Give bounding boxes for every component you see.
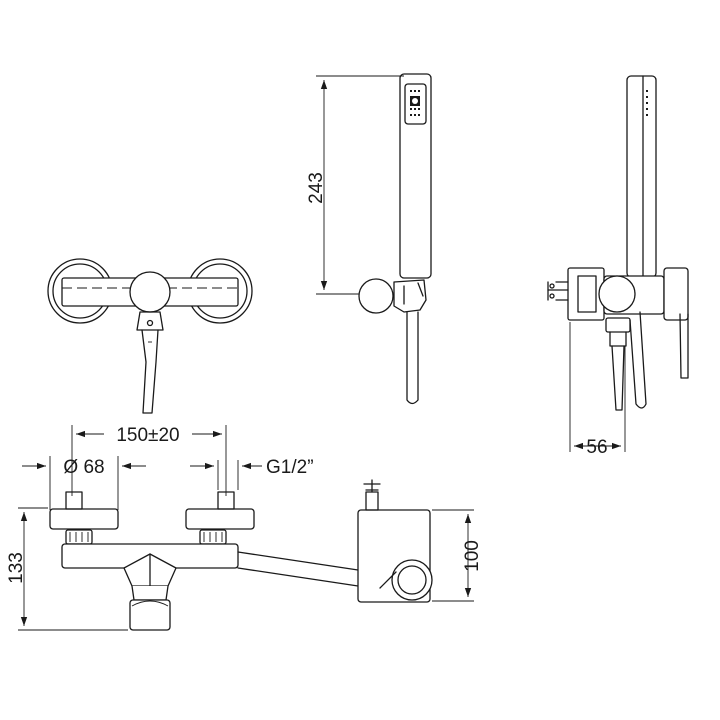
dimension-100: 100 [462, 540, 483, 572]
dimension-diameter: Ø 68 [63, 457, 104, 478]
front-view-mixer [47, 258, 253, 414]
dimension-thread: G1/2” [266, 457, 314, 478]
front-knob [129, 271, 171, 313]
dimension-243: 243 [306, 172, 327, 204]
side-shower-head [626, 75, 657, 278]
side-view: 56 [547, 75, 689, 458]
hand-shower-view: 243 [306, 73, 432, 405]
shower-head [399, 73, 432, 279]
dimension-56: 56 [586, 437, 607, 458]
dimension-133: 133 [6, 552, 27, 584]
holder-knob [358, 278, 394, 314]
hose [406, 311, 419, 405]
side-knob [598, 275, 636, 313]
plan-view: 150±20 Ø 68 G1/2” [6, 423, 483, 631]
dimension-150: 150±20 [116, 425, 179, 446]
